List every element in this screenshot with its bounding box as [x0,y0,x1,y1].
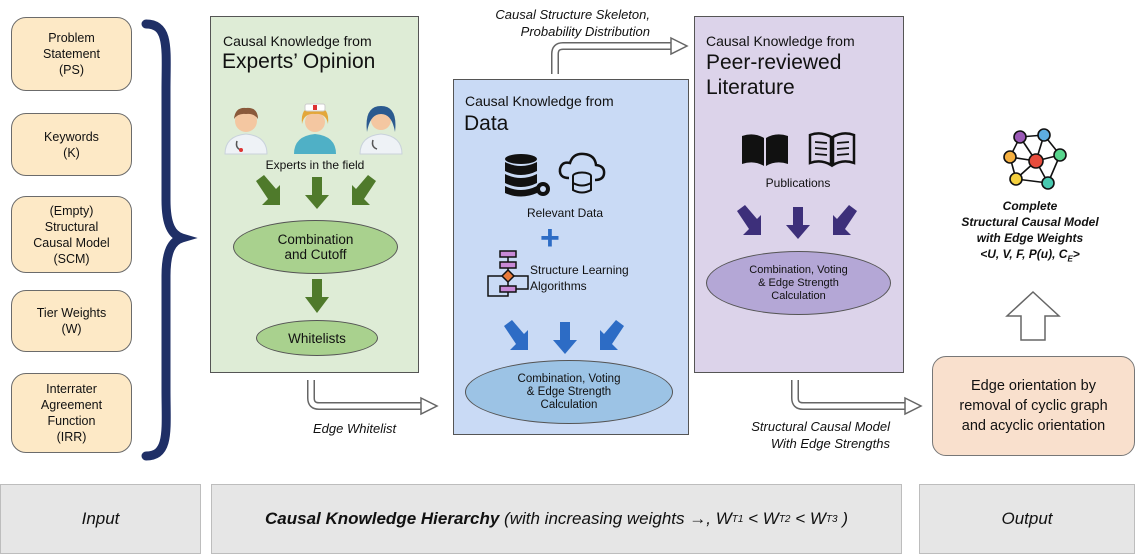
whitelists-ellipse: Whitelists [256,320,378,356]
data-title-small: Causal Knowledge from [465,93,614,109]
skeleton-label: Causal Structure Skeleton, Probability D… [495,7,650,39]
experts-arrows [256,175,376,209]
whitelist-arrow [307,380,439,416]
model-line-2: Structural Causal Model [961,215,1099,229]
hierarchy-title: Causal Knowledge Hierarchy [265,509,500,528]
publications-caption: Publications [765,176,831,190]
experts-down-arrow [305,279,329,313]
data-title-large: Data [464,112,509,135]
scm-arrow [791,380,923,416]
flowchart-icon [487,250,529,297]
experts-title-large: Experts’ Opinion [222,50,376,73]
literature-title-large: Peer-reviewed Literature [706,51,842,99]
cloud-database-icon [558,152,606,194]
scm-label: Structural Causal Model With Edge Streng… [751,419,890,451]
relevant-data-caption: Relevant Data [526,206,604,220]
plus-sign: + [540,219,560,257]
input-irr: Interrater Agreement Function (IRR) [11,373,132,453]
structure-learning-caption: Structure Learning Algorithms [530,263,629,293]
input-tier-weights: Tier Weights (W) [11,290,132,352]
brace-icon [141,19,198,461]
input-empty-scm: (Empty) Structural Causal Model (SCM) [11,196,132,273]
data-combination-ellipse: Combination, Voting & Edge Strength Calc… [465,360,673,424]
hierarchy-close: ) [837,509,848,528]
model-tuple-sub: E [1067,254,1073,264]
literature-arrows [737,205,857,239]
input-problem-statement: Problem Statement (PS) [11,17,132,91]
hierarchy-desc: (with increasing weights →, W [499,509,732,528]
model-tuple: <U, V, F, P(u), C [980,247,1068,261]
up-arrow-icon [1005,290,1061,341]
t3-sub: T3 [825,513,838,525]
literature-combination-ellipse: Combination, Voting & Edge Strength Calc… [706,251,891,315]
edge-orientation-box: Edge orientation by removal of cyclic gr… [932,356,1135,456]
book-text-icon [808,132,856,168]
nurse-icon [294,103,336,154]
doctor-female-icon [359,106,403,155]
model-tuple-end: > [1072,247,1080,261]
footer-input: Input [0,484,201,554]
data-arrows [504,320,624,354]
skeleton-arrow [551,36,689,74]
t1-sub: T1 [731,513,744,525]
lt-1: < W [743,509,779,528]
experts-title-small: Causal Knowledge from [223,33,372,49]
book-open-icon [742,134,788,166]
literature-title-small: Causal Knowledge from [706,33,855,49]
input-keywords: Keywords (K) [11,113,132,176]
database-gear-icon [505,154,550,197]
model-line-1: Complete [1002,199,1058,213]
experts-caption: Experts in the field [265,158,365,172]
doctor-male-icon [224,107,268,155]
footer-output: Output [919,484,1135,554]
model-line-4: <U, V, F, P(u), CE> [930,246,1130,267]
experts-combination-ellipse: Combination and Cutoff [233,220,398,274]
t2-sub: T2 [778,513,791,525]
network-graph-icon [1003,128,1067,190]
model-line-3: with Edge Weights [976,231,1084,245]
complete-model-text: Complete Structural Causal Model with Ed… [930,198,1130,267]
whitelist-label: Edge Whitelist [313,421,397,436]
lt-2: < W [790,509,826,528]
footer-hierarchy: Causal Knowledge Hierarchy (with increas… [211,484,902,554]
